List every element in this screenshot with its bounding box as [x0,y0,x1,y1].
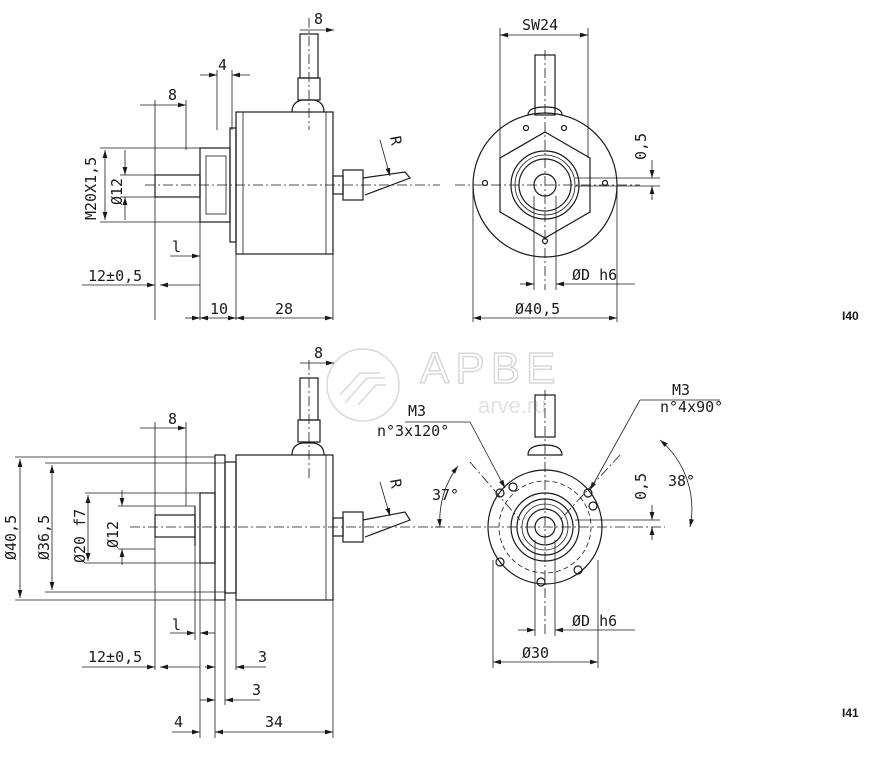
i40-shaft-length-dim: 8 [168,86,177,104]
i41-angle-a-dim: 37° [432,486,459,504]
i41-holes-b-thread: M3 [672,381,690,399]
i41-body-length-dim: 34 [265,713,283,731]
i41-shaft-fit-dim: ØD h6 [572,612,617,630]
i40-outer-dia-dim: Ø40,5 [515,300,560,318]
i41-side-view: 8 8 Ø40,5 Ø36,5 Ø20 f7 Ø12 l 12±0,5 3 3 … [2,344,440,738]
i40-front-view: SW24 0,5 ØD h6 Ø40,5 [455,16,660,322]
i41-front-view: M3 n°3x120° M3 n°4x90° 37° 38° 0,5 ØD h6… [377,381,723,668]
i40-offset-dim: 0,5 [632,133,650,160]
i41-radius-dim: R [386,478,405,491]
i41-flange-a-dim: 3 [258,648,267,666]
i41-variant-label: I41 [842,706,859,720]
i40-hex-size-dim: SW24 [522,16,558,34]
i41-holes-b-pattern: n°4x90° [660,398,723,416]
i41-flange-dia-dim: Ø36,5 [35,515,53,560]
watermark-site: arve.ru [478,393,546,418]
i40-cable-width-dim: 8 [314,10,323,28]
watermark-brand: APBE [420,344,561,393]
i40-shaft-ext-dim: 12±0,5 [88,267,142,285]
i40-thread-dim: M20X1,5 [82,157,100,220]
i40-body-length-dim: 28 [275,300,293,318]
i41-bolt-dia-dim: Ø30 [522,644,549,662]
i40-nut-length-dim: 10 [210,300,228,318]
i41-flange-b-dim: 3 [252,681,261,699]
i41-spigot-dim: 4 [174,713,183,731]
i41-cable-width-dim: 8 [314,344,323,362]
i40-radius-dim: R [386,135,405,148]
i40-flange-dim: 4 [218,56,227,74]
i41-offset-dim: 0,5 [632,473,650,500]
i40-side-view: 8 4 8 M20X1,5 Ø12 l 12±0,5 10 28 R [82,10,440,321]
watermark-logo: APBE arve.ru [326,343,561,422]
i40-shaft-fit-dim: ØD h6 [572,266,617,284]
i41-holes-a-pattern: n°3x120° [377,422,449,440]
i41-angle-b-dim: 38° [668,472,695,490]
i40-variant-label: I40 [842,309,859,323]
i41-shaft-ext-dim: 12±0,5 [88,648,142,666]
i41-l-dim: l [172,616,181,634]
i41-outer-dia-dim: Ø40,5 [2,515,20,560]
i41-spigot-dia-dim: Ø20 f7 [71,509,89,563]
i41-shaft-dia-dim: Ø12 [104,521,122,548]
i41-holes-a-thread: M3 [408,402,426,420]
i40-shaft-dia-dim: Ø12 [108,178,126,205]
i41-shaft-length-dim: 8 [168,410,177,428]
i40-l-dim: l [172,238,181,256]
